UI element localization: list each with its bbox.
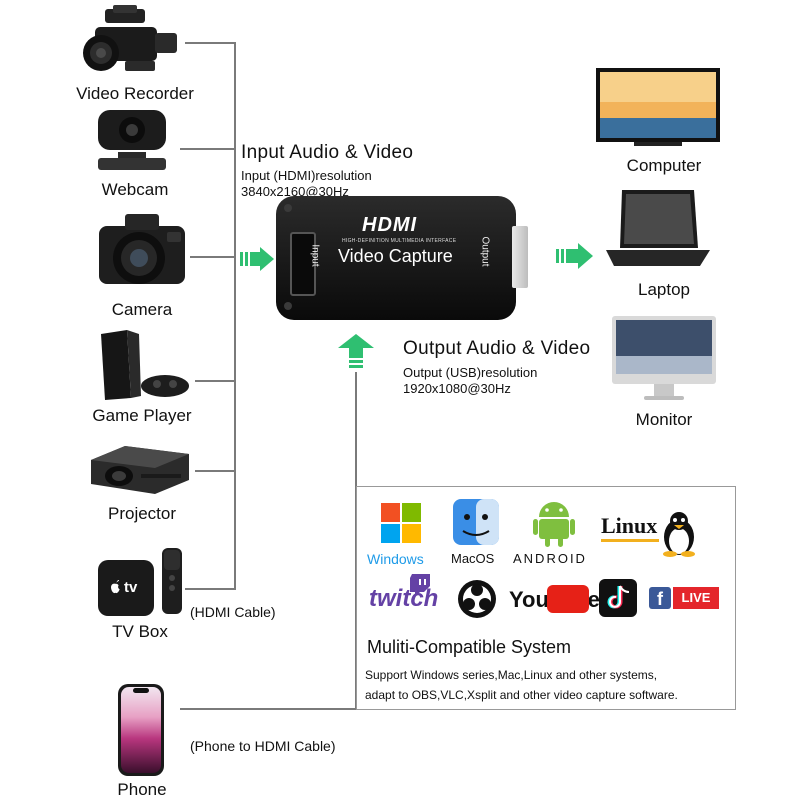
twitch-icon [410,574,430,595]
connector-tv-box [185,588,235,590]
input-device-label-projector: Projector [107,504,177,523]
input-device-label-tv-box: TV Box [112,622,168,641]
obs-icon [458,580,496,618]
camera-icon [99,214,185,284]
hdmi-brand-tagline: HIGH-DEFINITION MULTIMEDIA INTERFACE [342,238,457,244]
input-device-label-video-recorder: Video Recorder [76,84,194,103]
output-arrow-icon [556,243,593,269]
input-device-label-game-player: Game Player [92,406,192,425]
input-spec-line2: 3840x2160@30Hz [241,184,349,199]
input-spec-title: Input Audio & Video [241,142,414,163]
output-device-label-laptop: Laptop [638,280,690,299]
android-logo-text: ANDROID [513,551,587,566]
output-device-label-computer: Computer [626,156,702,175]
input-device-label-phone: Phone [117,780,167,799]
tv-box-logo-text: tv [124,579,138,596]
connector-webcam [180,148,235,150]
compat-title: Muliti-Compatible System [367,637,572,657]
linux-logo-text: Linux [601,513,658,538]
webcam-icon [98,110,166,170]
input-device-label-webcam: Webcam [101,180,169,199]
windows-logo-text: Windows [367,551,424,567]
device-port-out-label: Output [479,236,491,267]
facebook-live-icon: f [649,587,671,609]
device-port-in-label: Input [309,244,321,267]
hdmi-brand-logo: HDMI [362,214,418,236]
cable-label-hdmi: (HDMI Cable) [190,604,276,620]
input-device-label-camera: Camera [111,300,173,319]
connector-camera [190,256,235,258]
input-bus-vertical-line [234,42,236,590]
linux-tux-icon [663,512,695,557]
output-spec-line2: 1920x1080@30Hz [403,381,511,396]
macos-finder-icon [453,499,499,545]
tiktok-icon [599,579,637,617]
hdmi-input-port [290,232,316,296]
twitch-logo-text: twitch [369,585,439,612]
compat-desc-line1: Support Windows series,Mac,Linux and oth… [365,668,658,682]
output-device-label-monitor: Monitor [635,410,693,429]
phone-device [118,684,164,776]
connector-video-recorder [185,42,235,44]
cable-label-phone: (Phone to HDMI Cable) [190,738,336,754]
compat-desc-line2: adapt to OBS,VLC,Xsplit and other video … [365,688,678,702]
macos-logo-text: MacOS [451,551,495,566]
facebook-live-badge: LIVE [673,587,719,609]
remote-control-icon [162,548,182,614]
video-recorder-icon [83,5,177,71]
projector-icon [91,446,189,494]
windows-icon [381,503,421,543]
device-product-name: Video Capture [338,246,453,266]
computer-display-icon [596,68,720,146]
game-console-icon [101,330,189,400]
output-spec-title: Output Audio & Video [403,338,591,359]
input-spec-line1: Input (HDMI)resolution [241,168,372,183]
output-spec-line1: Output (USB)resolution [403,365,538,380]
compatibility-panel: Windows MacOS ANDROID Linux t [356,486,736,710]
hdmi-capture-device: HDMI HIGH-DEFINITION MULTIMEDIA INTERFAC… [276,196,528,320]
youtube-icon [547,585,589,613]
monitor-icon [612,316,716,400]
apple-icon [111,580,120,594]
input-arrow-icon [240,247,274,271]
connector-projector [195,470,235,472]
android-icon [533,502,575,547]
tv-box-device: tv [98,560,154,616]
connector-game-player [195,380,235,382]
phone-input-arrow-icon [338,334,374,368]
laptop-icon [606,190,710,266]
usb-connector [512,226,528,288]
connector-phone [180,708,357,710]
